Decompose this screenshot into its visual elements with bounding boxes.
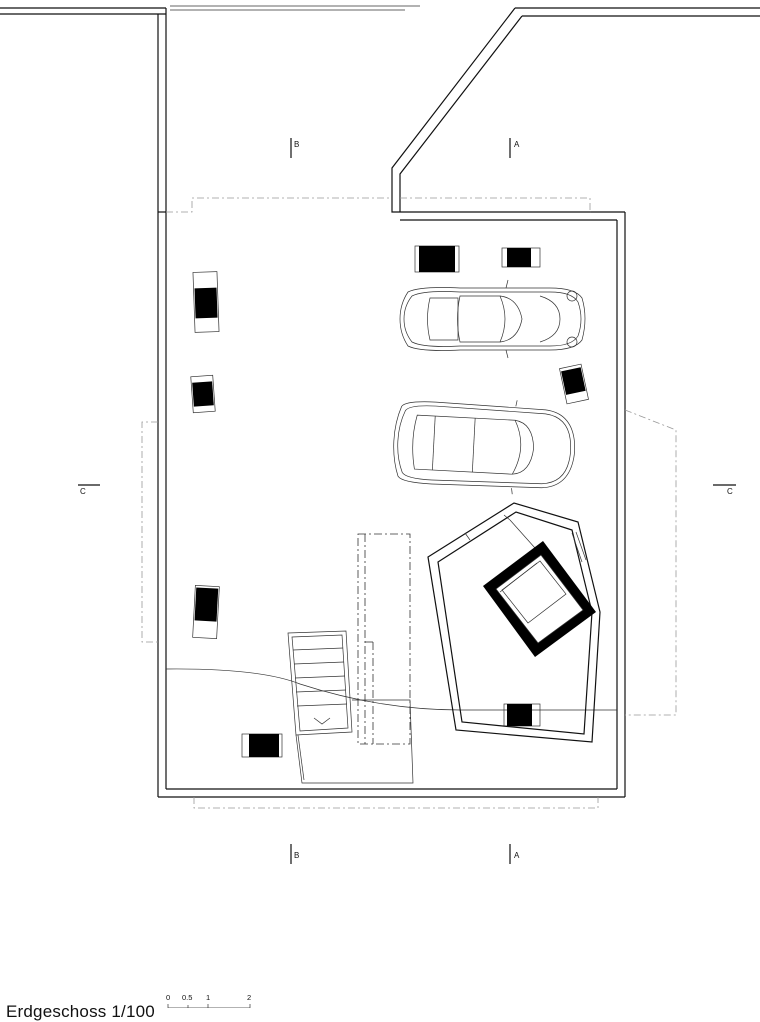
furniture-blocks bbox=[190, 245, 589, 758]
section-label-b-bottom: B bbox=[294, 851, 299, 860]
sports-car bbox=[399, 279, 586, 359]
section-label-c-right: C bbox=[727, 487, 733, 496]
dashed-openings bbox=[357, 533, 411, 745]
garage-walls bbox=[157, 211, 626, 798]
section-label-a-top: A bbox=[514, 140, 520, 149]
pavilion bbox=[427, 502, 601, 743]
section-label-a-bottom: A bbox=[514, 851, 520, 860]
diagonal-wall bbox=[391, 7, 523, 213]
staircase bbox=[287, 630, 414, 784]
drawing-caption: Erdgeschoss 1/100 bbox=[6, 1002, 155, 1021]
section-label-b-top: B bbox=[294, 140, 299, 149]
top-boundary-walls bbox=[0, 5, 760, 17]
overhead-outlines bbox=[141, 197, 677, 809]
section-markers: B A C C B A bbox=[78, 138, 736, 864]
section-label-c-left: C bbox=[80, 487, 86, 496]
left-property-wall bbox=[157, 8, 167, 212]
floor-curve bbox=[165, 668, 617, 711]
suv-car bbox=[393, 400, 576, 495]
